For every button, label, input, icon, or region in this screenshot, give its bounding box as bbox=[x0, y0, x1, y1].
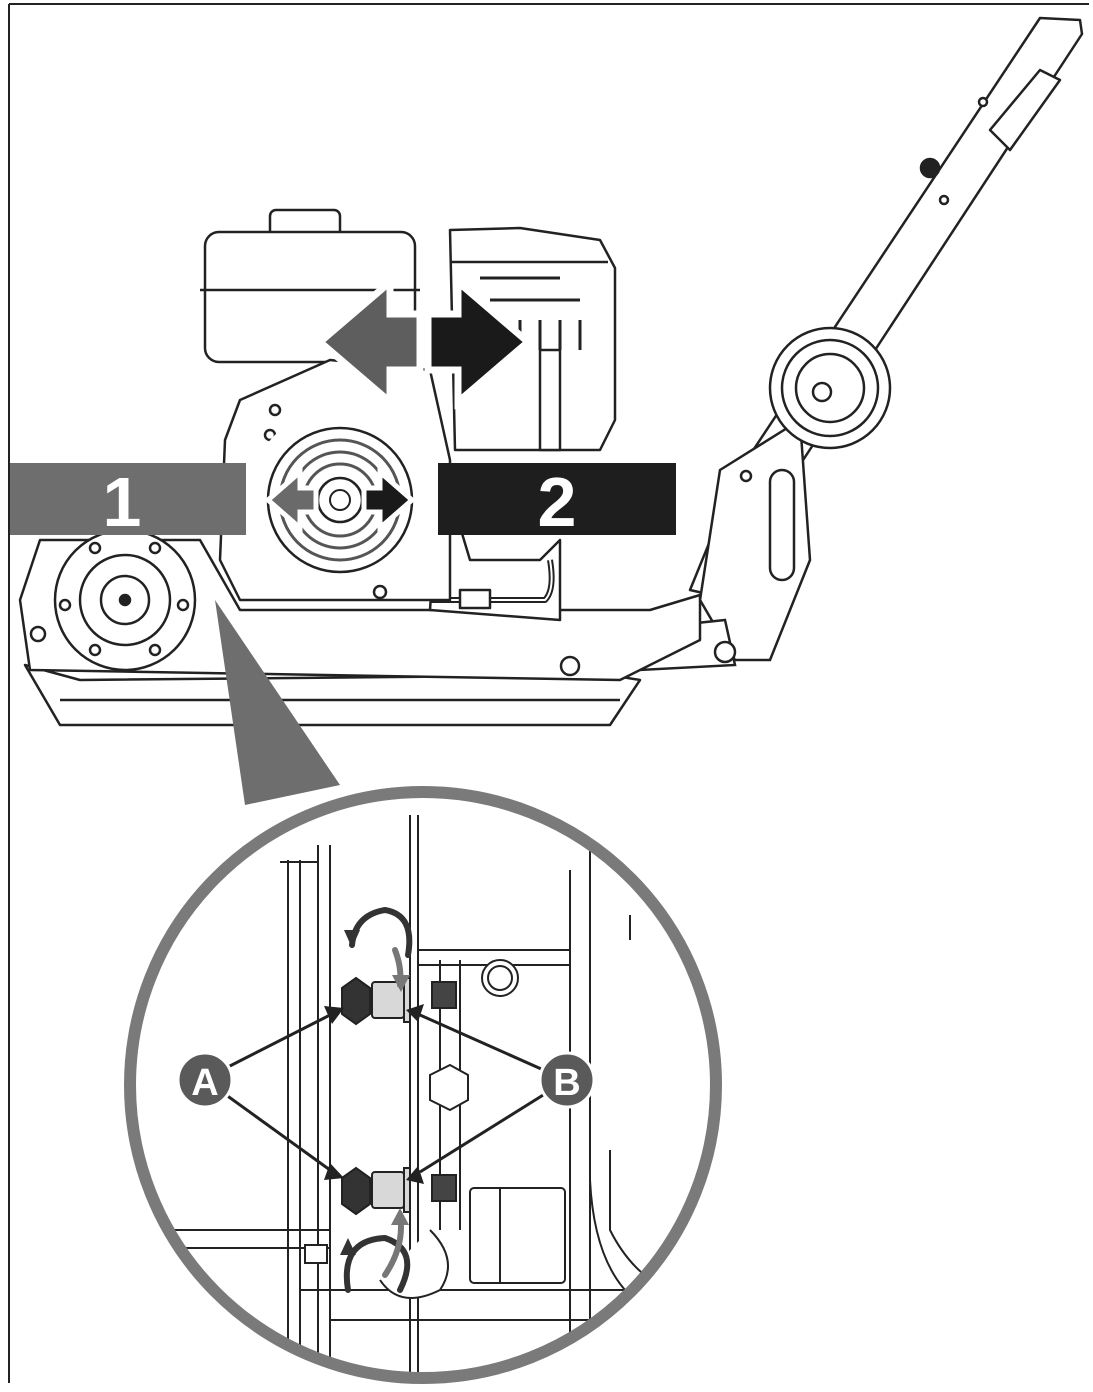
pulley-detail bbox=[248, 408, 432, 592]
callout-lines bbox=[221, 1013, 549, 1174]
label-1-text: 1 bbox=[103, 463, 142, 541]
label-2-text: 2 bbox=[538, 463, 577, 541]
exciter-housing bbox=[53, 528, 197, 672]
left-arrow-1 bbox=[314, 274, 424, 410]
page-frame bbox=[8, 3, 1089, 1383]
right-arrow-2 bbox=[424, 274, 534, 410]
rotation-arrow-icon bbox=[344, 906, 413, 992]
callout-a-label: A bbox=[191, 1062, 218, 1104]
upper-bolt-assembly bbox=[341, 976, 457, 1026]
direction-label-1: 1 bbox=[10, 463, 246, 541]
rotation-arrow-icon-lower bbox=[340, 1208, 411, 1293]
callout-b-label: B bbox=[553, 1062, 580, 1104]
callout-a: A bbox=[176, 1051, 234, 1109]
magnifier-pointer bbox=[215, 600, 340, 805]
double-arrow-icon bbox=[314, 274, 534, 410]
callout-b: B bbox=[538, 1051, 596, 1109]
small-double-arrow-icon bbox=[264, 466, 416, 534]
lower-bolt-assembly bbox=[341, 1166, 457, 1216]
magnified-detail: A B bbox=[124, 786, 722, 1384]
direction-label-2: 2 bbox=[438, 463, 676, 541]
